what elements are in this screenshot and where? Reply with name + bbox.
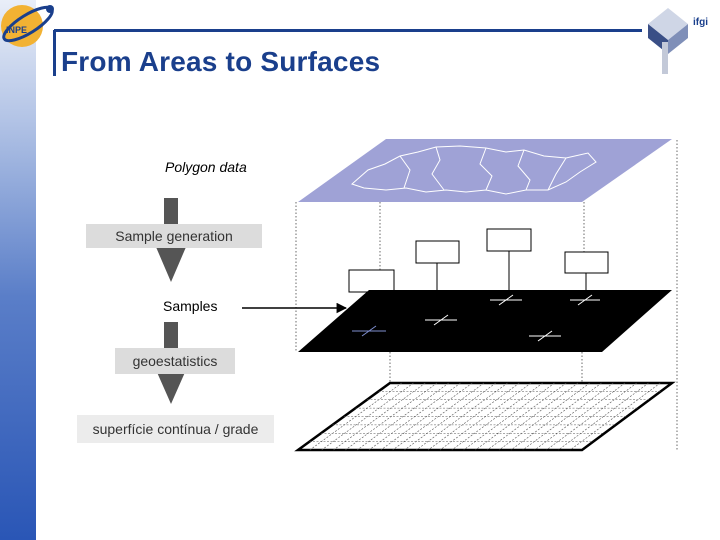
- grid-line: [356, 382, 449, 451]
- polygon-data-layer: [298, 139, 672, 202]
- grid-lines: [309, 382, 661, 451]
- geostatistics-box: geoestatistics: [115, 348, 235, 374]
- slide-left-bar: [0, 0, 36, 540]
- grid-line: [392, 382, 485, 451]
- grid-line: [546, 382, 637, 451]
- polygon-data-label: Polygon data: [165, 159, 247, 175]
- grid-line: [510, 382, 602, 451]
- polygon-regions: [351, 145, 597, 195]
- title-vertical-rule: [53, 30, 56, 76]
- title-rule: [54, 29, 642, 32]
- surface-grid-box: superfície contínua / grade: [77, 415, 274, 443]
- grid-line: [451, 382, 543, 451]
- grid-line: [487, 382, 579, 451]
- sample-point-marks: [352, 294, 600, 342]
- grid-line: [416, 382, 508, 451]
- grid-line: [321, 382, 414, 451]
- ifgi-logo-icon: [648, 8, 688, 74]
- samples-layer: [298, 290, 672, 352]
- inpe-logo-text: INPE: [6, 25, 27, 35]
- samples-label: Samples: [163, 298, 218, 314]
- ifgi-logo-text: ifgi: [693, 17, 708, 28]
- slide-title: From Areas to Surfaces: [61, 46, 381, 77]
- grid-line: [380, 382, 473, 451]
- sample-generation-box: Sample generation: [86, 224, 262, 248]
- layer-guides: [295, 140, 678, 450]
- inpe-logo-icon: INPE: [1, 5, 54, 47]
